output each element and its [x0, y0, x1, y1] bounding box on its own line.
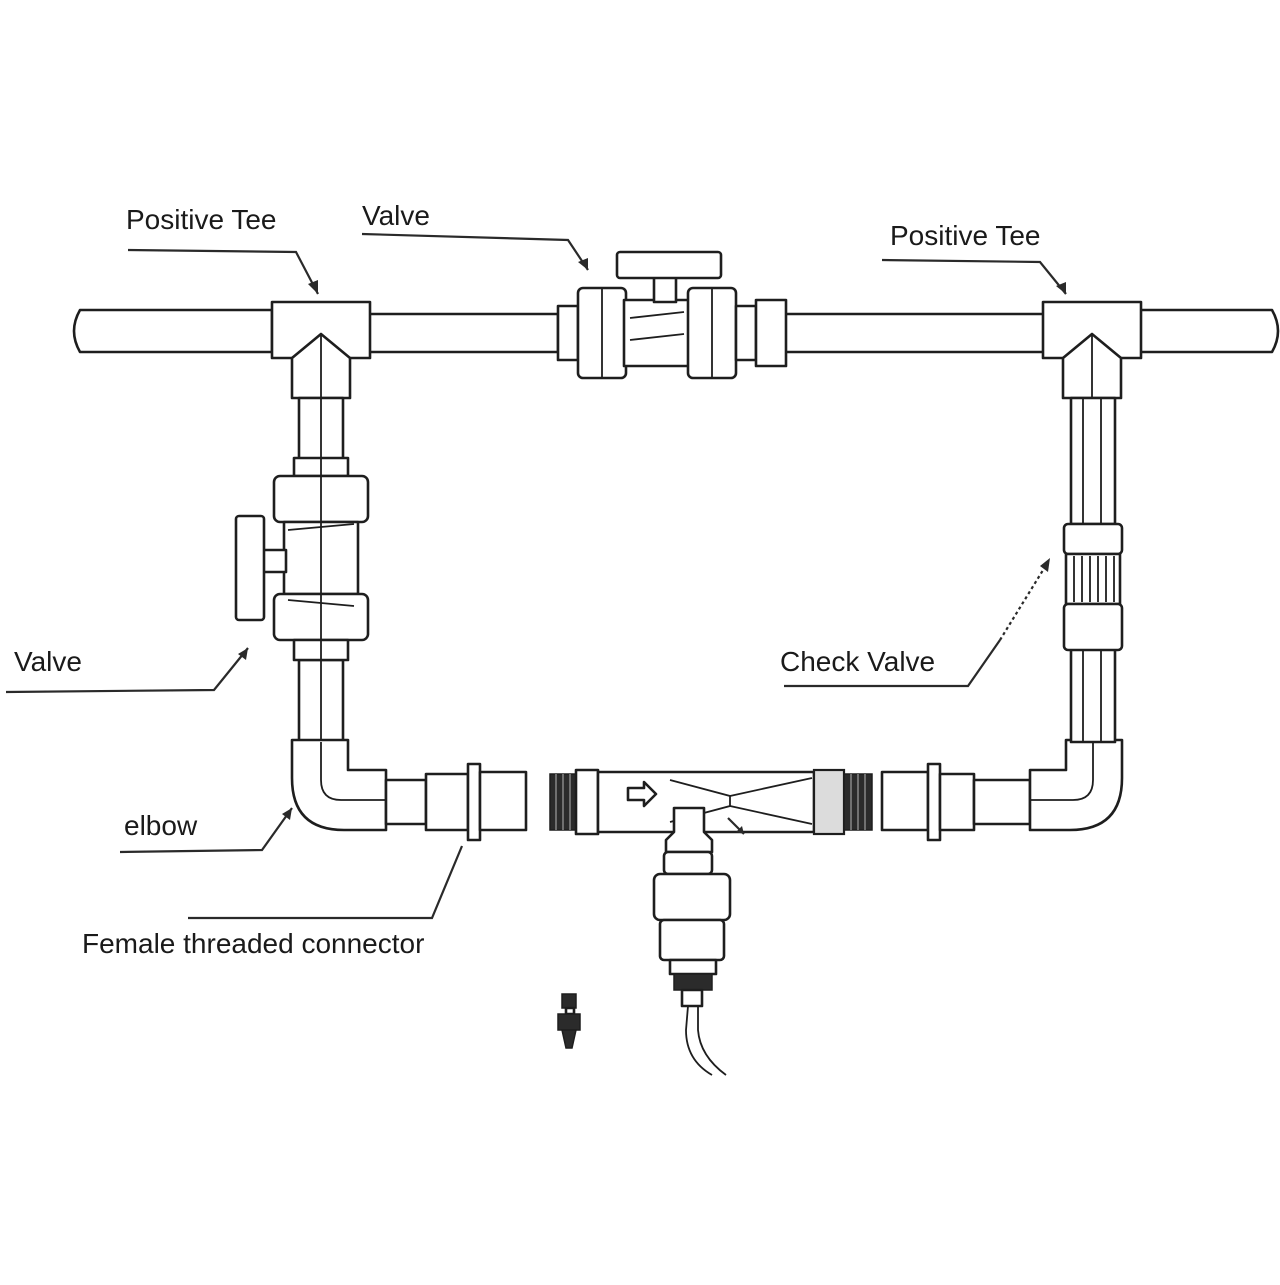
barb-fitting	[557, 993, 581, 1049]
label-valve-top: Valve	[362, 200, 430, 231]
main-pipe	[72, 308, 1280, 354]
label-positive-tee-right: Positive Tee	[890, 220, 1041, 251]
union-connector-right	[880, 762, 1032, 842]
label-elbow: elbow	[124, 810, 198, 841]
female-threaded-connector	[384, 762, 528, 842]
check-valve	[1062, 522, 1124, 652]
positive-tee-right	[1041, 300, 1143, 400]
suction-assembly	[652, 850, 732, 1076]
positive-tee-left	[270, 300, 372, 400]
venturi-injector	[549, 768, 873, 854]
valve-left	[234, 456, 370, 662]
label-female-threaded-connector: Female threaded connector	[82, 928, 425, 959]
valve-top	[556, 250, 788, 380]
leader-lines	[5, 232, 1067, 920]
label-positive-tee-left: Positive Tee	[126, 204, 277, 235]
label-check-valve: Check Valve	[780, 646, 936, 677]
label-valve-left: Valve	[14, 646, 82, 677]
elbow-right	[1028, 738, 1124, 832]
elbow-left	[290, 738, 388, 832]
